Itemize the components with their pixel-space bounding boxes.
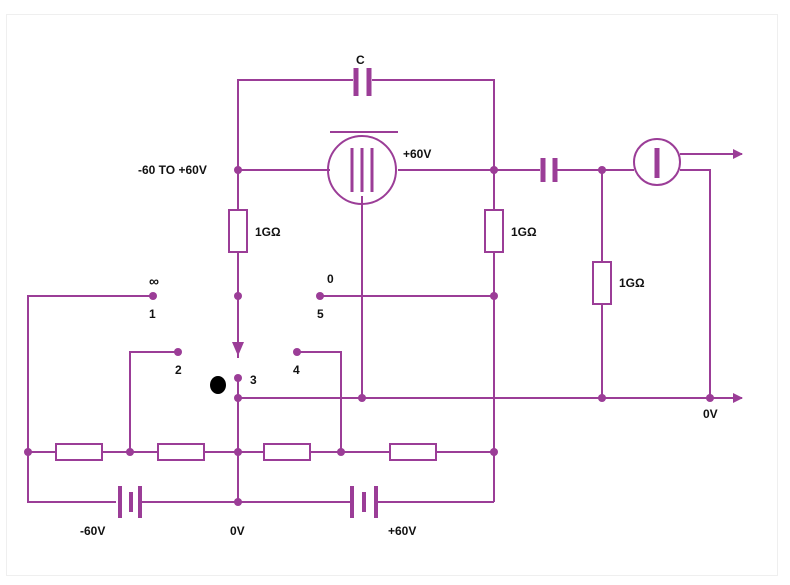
label-out-0v: 0V bbox=[703, 407, 718, 421]
label-r-grid: 1GΩ bbox=[255, 225, 281, 239]
switch-4-wire bbox=[297, 351, 342, 452]
wires bbox=[27, 79, 743, 503]
resistor-plate bbox=[484, 209, 504, 253]
resistor-divider-1 bbox=[55, 443, 103, 461]
label-r-plate: 1GΩ bbox=[511, 225, 537, 239]
label-switch-1: 1 bbox=[149, 307, 156, 321]
label-switch-2: 2 bbox=[175, 363, 182, 377]
label-switch-4: 4 bbox=[293, 363, 300, 377]
label-switch-3: 3 bbox=[250, 373, 257, 387]
junction-dots bbox=[24, 166, 714, 506]
battery-right bbox=[350, 486, 378, 518]
label-switch-0: 0 bbox=[327, 272, 334, 286]
coupling-capacitor bbox=[540, 158, 558, 182]
switch-2-wire bbox=[129, 351, 178, 452]
switch-1-wire bbox=[27, 295, 153, 503]
main-tube bbox=[327, 131, 398, 205]
resistor-output bbox=[592, 261, 612, 305]
capacitor-c bbox=[353, 68, 372, 96]
resistor-divider-2 bbox=[157, 443, 205, 461]
output-tube bbox=[633, 138, 681, 186]
switch-knob[interactable] bbox=[210, 376, 226, 394]
label-r-output: 1GΩ bbox=[619, 276, 645, 290]
label-switch-inf: ∞ bbox=[149, 273, 159, 289]
feedback-wire bbox=[237, 79, 495, 170]
label-switch-5: 5 bbox=[317, 307, 324, 321]
labels: C -60 TO +60V +60V 1GΩ 1GΩ 1GΩ 0V -60V 0… bbox=[80, 53, 718, 538]
output-plate-wire bbox=[680, 169, 711, 398]
label-bat-pos: +60V bbox=[388, 524, 416, 538]
label-plate-supply: +60V bbox=[403, 147, 431, 161]
label-bat-neg: -60V bbox=[80, 524, 105, 538]
label-grid-bias: -60 TO +60V bbox=[138, 163, 207, 177]
resistor-grid bbox=[228, 209, 248, 253]
components bbox=[55, 68, 681, 518]
diagram-frame bbox=[6, 14, 778, 576]
resistor-divider-3 bbox=[263, 443, 311, 461]
battery-left bbox=[118, 486, 142, 518]
resistor-divider-4 bbox=[389, 443, 437, 461]
wiper-arrow bbox=[232, 342, 244, 356]
label-capacitor-c: C bbox=[356, 53, 365, 67]
label-bat-0v: 0V bbox=[230, 524, 245, 538]
